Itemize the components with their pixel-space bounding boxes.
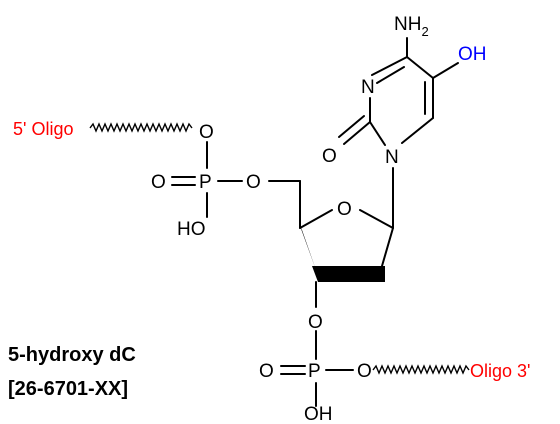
bond-c5-oh bbox=[432, 62, 459, 79]
bond-c6-n1 bbox=[401, 117, 434, 144]
catalog-number: [26-6701-XX] bbox=[8, 378, 129, 400]
atom-p2-oh-label: OH bbox=[304, 404, 333, 424]
bond-c1prime-oring bbox=[359, 209, 394, 229]
atom-o3prime-label: O bbox=[308, 312, 323, 333]
bond-lines bbox=[89, 37, 470, 407]
bond-n3-c4-double bbox=[376, 66, 405, 84]
atom-p1-oh-label: HO bbox=[177, 219, 206, 240]
atom-oring-label: O bbox=[337, 199, 352, 220]
bond-n1-c2 bbox=[369, 121, 386, 146]
atom-p2-oester-label: O bbox=[357, 361, 372, 382]
three-prime-oligo-label: Oligo 3' bbox=[470, 361, 530, 381]
linker-3prime-wavy bbox=[372, 364, 470, 375]
compound-name: 5-hydroxy dC bbox=[8, 344, 136, 366]
bond-oring-c4prime bbox=[299, 209, 333, 229]
hydroxyl-label: OH bbox=[458, 44, 487, 65]
atom-n1-label: N bbox=[385, 147, 399, 168]
bond-c2-o2-double bbox=[338, 115, 365, 138]
linker-5prime-wavy bbox=[89, 122, 193, 133]
atom-p1-oester-label: O bbox=[246, 172, 261, 193]
bond-n3-c4 bbox=[371, 56, 408, 76]
atom-n3-label: N bbox=[361, 77, 375, 98]
five-prime-oligo-label: 5' Oligo bbox=[13, 119, 73, 139]
bond-c3prime-c2prime-bold bbox=[312, 266, 385, 282]
atom-p2-odouble-label: O bbox=[259, 361, 274, 382]
bond-c2prime-c1prime bbox=[381, 227, 394, 267]
atom-p1-odouble-label: O bbox=[151, 172, 166, 193]
atom-p1-label: P bbox=[199, 172, 212, 193]
atom-labels: NH2 OH N N O O P O O O HO O P O O OH 5' … bbox=[13, 14, 530, 424]
bond-c4-c5 bbox=[406, 56, 434, 79]
bond-c2-o2 bbox=[343, 121, 371, 145]
atom-p1-o-top-label: O bbox=[199, 122, 214, 143]
atom-nh2-label: NH2 bbox=[394, 14, 429, 39]
atom-o2-label: O bbox=[322, 146, 337, 167]
atom-p2-label: P bbox=[308, 361, 321, 382]
